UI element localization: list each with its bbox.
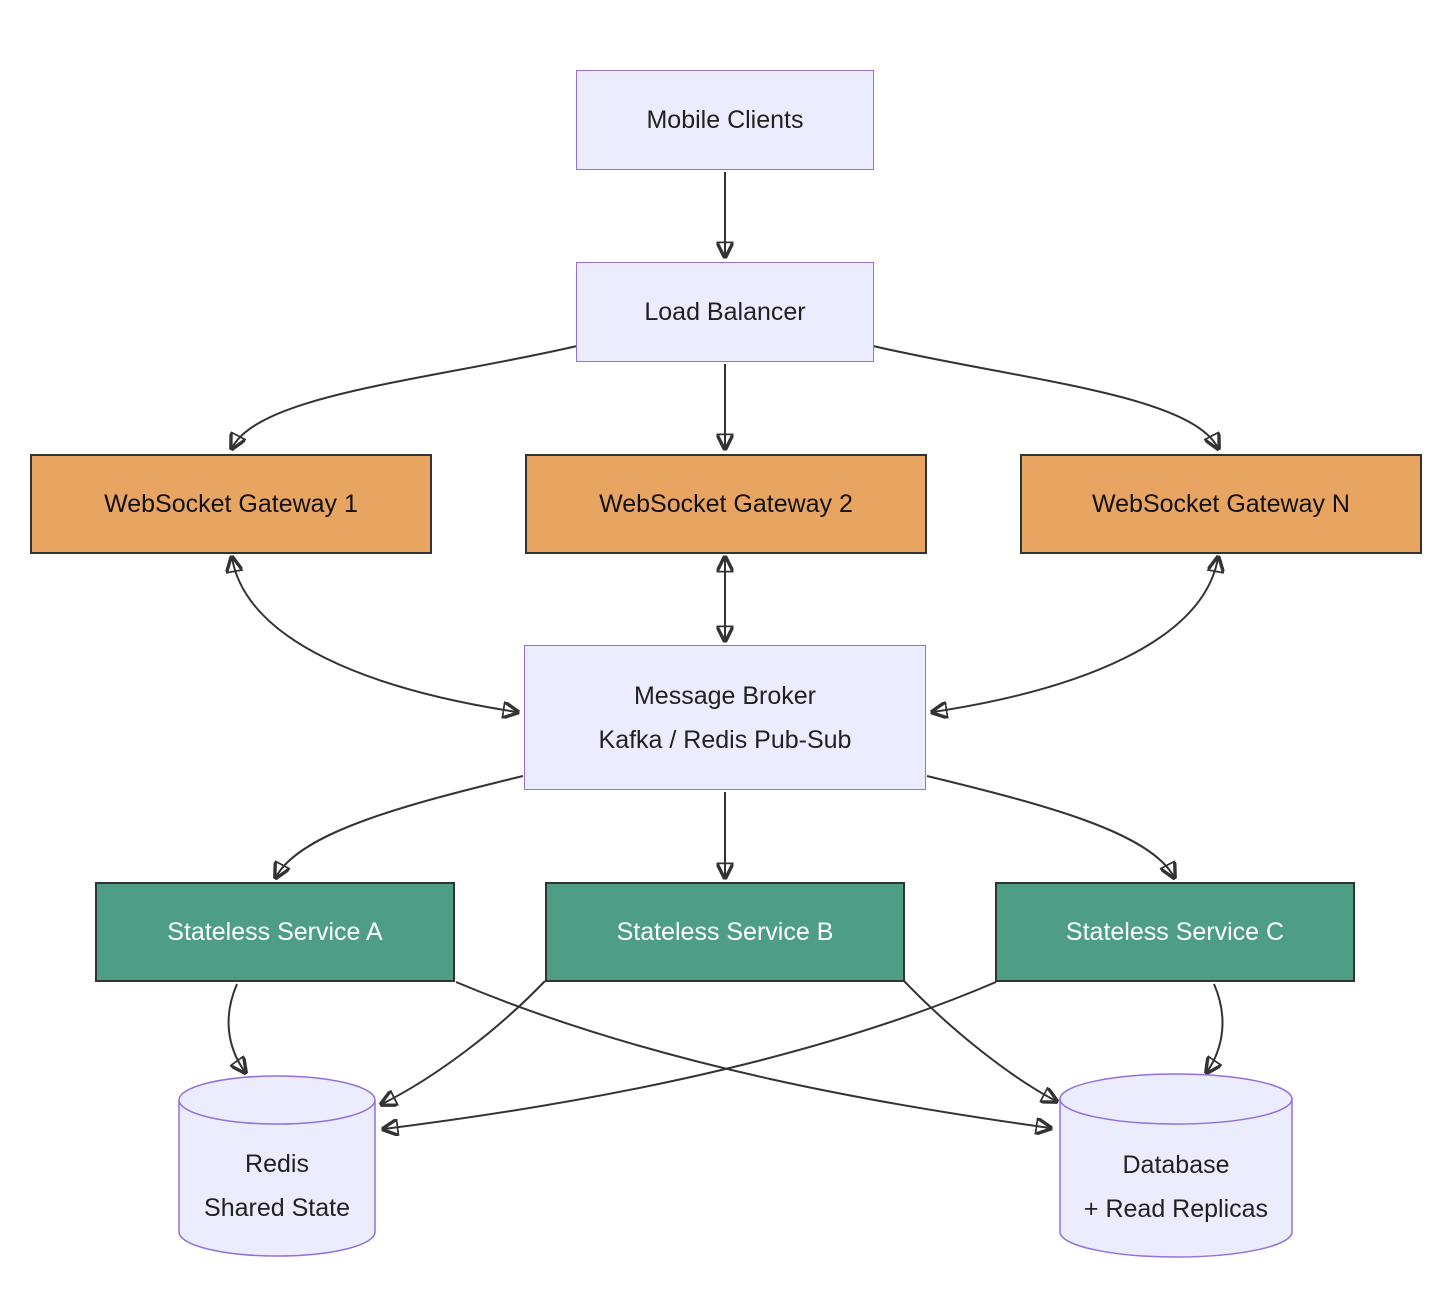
node-stateless-service-c-label: Stateless Service C <box>1065 917 1285 946</box>
node-mobile-clients: Mobile Clients <box>576 70 874 170</box>
edge-broker-serviceA <box>276 775 524 877</box>
node-websocket-gateway-2-label: WebSocket Gateway 2 <box>599 489 853 518</box>
node-websocket-gateway-1-label: WebSocket Gateway 1 <box>104 489 358 518</box>
edge-serviceA-database <box>455 981 1050 1128</box>
node-stateless-service-a-label: Stateless Service A <box>167 917 383 946</box>
node-stateless-service-c: Stateless Service C <box>995 882 1355 982</box>
edge-broker-serviceC <box>926 775 1174 877</box>
node-database-read-replicas: Database + Read Replicas <box>1059 1073 1293 1258</box>
edge-loadbalancer-gateway1 <box>232 345 578 448</box>
node-redis-label-line1: Redis <box>245 1150 309 1178</box>
node-database-label-line2: + Read Replicas <box>1083 1194 1269 1223</box>
edge-serviceC-redis <box>384 981 997 1129</box>
cylinder-shape-redis <box>178 1075 376 1257</box>
node-stateless-service-b-label: Stateless Service B <box>616 917 834 946</box>
node-database-label-line1: Database <box>1122 1150 1230 1179</box>
node-websocket-gateway-1: WebSocket Gateway 1 <box>30 454 432 554</box>
edge-gatewayN-broker-bidirectional <box>933 558 1218 712</box>
node-load-balancer: Load Balancer <box>576 262 874 362</box>
node-message-broker-label-line2: Kafka / Redis Pub-Sub <box>598 725 852 754</box>
node-stateless-service-b: Stateless Service B <box>545 882 905 982</box>
node-mobile-clients-label: Mobile Clients <box>646 105 804 134</box>
node-load-balancer-label: Load Balancer <box>644 297 806 326</box>
edge-serviceB-redis <box>382 980 546 1104</box>
node-stateless-service-a: Stateless Service A <box>95 882 455 982</box>
node-database-label: Database + Read Replicas <box>1059 1125 1293 1248</box>
edge-gateway1-broker-bidirectional <box>232 558 517 712</box>
edge-serviceC-database <box>1207 983 1224 1072</box>
edge-serviceB-database <box>903 980 1056 1101</box>
edge-serviceA-redis <box>227 983 245 1072</box>
node-websocket-gateway-n-label: WebSocket Gateway N <box>1092 489 1350 518</box>
node-redis-label: Redis Shared State <box>178 1125 376 1247</box>
node-message-broker-label-line1: Message Broker <box>633 681 817 710</box>
cylinder-shape-database <box>1059 1073 1293 1258</box>
node-redis-label-line2: Shared State <box>204 1194 350 1222</box>
node-redis-shared-state: Redis Shared State <box>178 1075 376 1257</box>
edge-loadbalancer-gatewayN <box>872 345 1218 448</box>
node-websocket-gateway-2: WebSocket Gateway 2 <box>525 454 927 554</box>
node-websocket-gateway-n: WebSocket Gateway N <box>1020 454 1422 554</box>
node-message-broker: Message Broker Kafka / Redis Pub-Sub <box>524 645 926 790</box>
